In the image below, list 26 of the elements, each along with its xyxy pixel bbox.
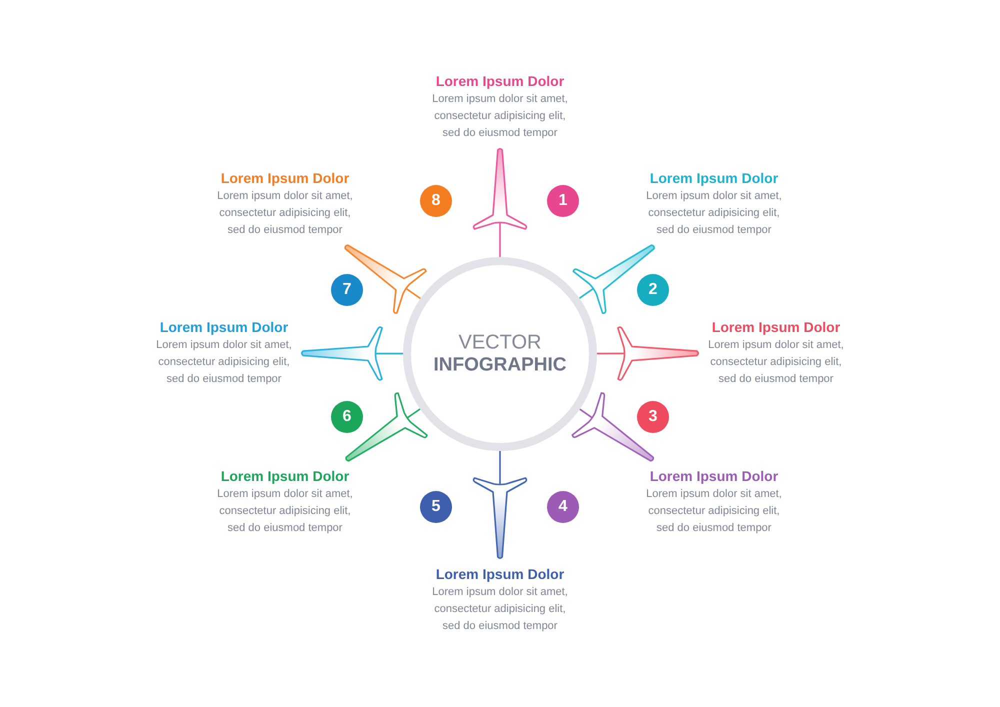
item-description: Lorem ipsum dolor sit amet, consectetur adipisicing elit, sed do eiusmod tempor: [707, 338, 845, 387]
step-number: 1: [547, 185, 579, 217]
step-number: 3: [637, 401, 669, 433]
step-number: 8: [420, 185, 452, 217]
item-description: Lorem ipsum dolor sit amet, consectetur adipisicing elit, sed do eiusmod tempor: [645, 487, 783, 536]
item-heading: Lorem Ipsum Dolor: [712, 318, 840, 336]
item-heading: Lorem Ipsum Dolor: [650, 169, 778, 187]
hub-subtitle: VECTOR: [458, 332, 542, 354]
item-heading: Lorem Ipsum Dolor: [220, 169, 350, 187]
step-number: 5: [420, 491, 452, 523]
step-number: 4: [547, 491, 579, 523]
item-heading: Lorem Ipsum Dolor: [436, 565, 564, 583]
item-heading: Lorem Ipsum Dolor: [650, 467, 778, 485]
item-description: Lorem ipsum dolor sit amet, consectetur adipisicing elit, sed do eiusmod tempor: [645, 189, 783, 238]
step-number: 6: [331, 401, 363, 433]
step-number: 2: [637, 274, 669, 306]
item-description: Lorem ipsum dolor sit amet, consectetur adipisicing elit, sed do eiusmod tempor: [155, 338, 293, 387]
item-description: Lorem ipsum dolor sit amet, consectetur adipisicing elit, sed do eiusmod tempor: [431, 585, 569, 634]
item-description: Lorem ipsum dolor sit amet, consectetur adipisicing elit, sed do eiusmod tempor: [216, 487, 354, 536]
step-number: 7: [331, 274, 363, 306]
item-heading: Lorem Ipsum Dolor: [220, 467, 350, 485]
item-description: Lorem ipsum dolor sit amet, consectetur adipisicing elit, sed do eiusmod tempor: [216, 189, 354, 238]
item-heading: Lorem Ipsum Dolor: [436, 72, 564, 90]
item-heading: Lorem Ipsum Dolor: [160, 318, 288, 336]
item-description: Lorem ipsum dolor sit amet, consectetur adipisicing elit, sed do eiusmod tempor: [431, 92, 569, 141]
hub-title: INFOGRAPHIC: [434, 354, 566, 376]
